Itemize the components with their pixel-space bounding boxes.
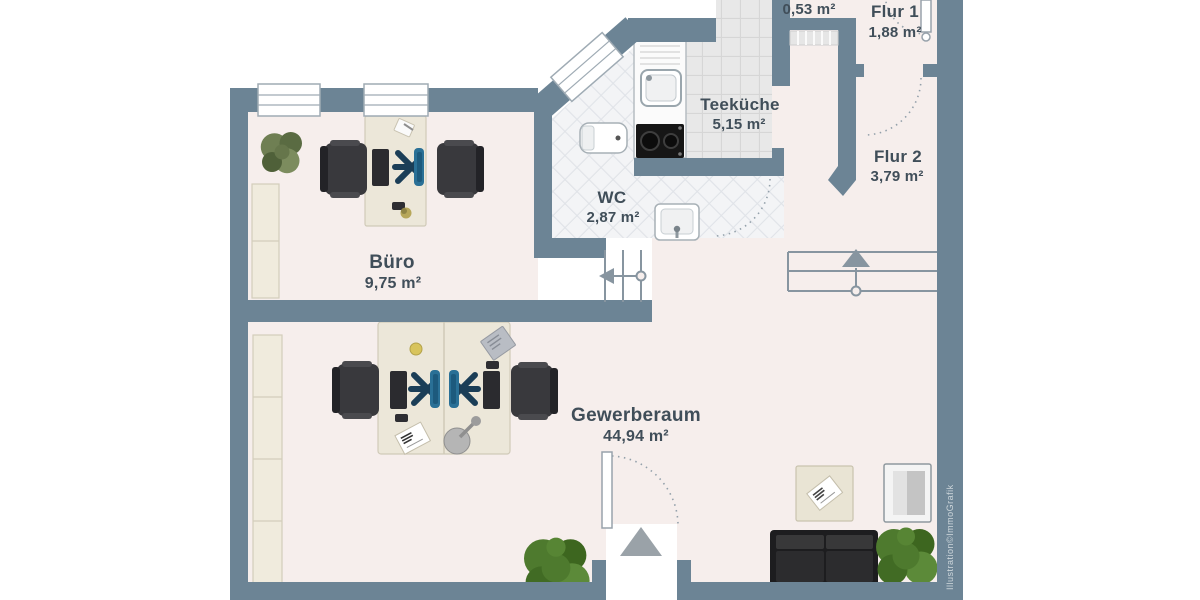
door-arc-main-entrance — [611, 455, 679, 525]
phone — [392, 202, 405, 210]
monitor-icon — [483, 371, 500, 409]
window-icon-diagonal — [549, 31, 625, 103]
room-name-flur1: Flur 1 — [871, 2, 919, 21]
drainboard — [640, 45, 680, 65]
room-area-gewerberaum: 44,94 m² — [603, 428, 669, 445]
entrance-arrow-icon — [620, 527, 662, 556]
door-jamb — [923, 64, 937, 77]
wc-tiled-floor — [552, 40, 784, 238]
wall-right — [937, 0, 963, 600]
room-area-buero: 9,75 m² — [365, 275, 422, 292]
gewerberaum-furniture — [252, 321, 938, 599]
room-name-teekueche: Teeküche — [700, 95, 780, 114]
wall-top — [428, 88, 538, 112]
paper — [393, 118, 415, 138]
room-area-wc: 2,87 m² — [586, 209, 639, 226]
faucet — [646, 75, 652, 81]
wall-chamfer — [828, 158, 856, 196]
magazine — [806, 475, 844, 511]
room-area-abstellraum: 0,53 m² — [782, 1, 835, 18]
wall-left — [230, 88, 248, 600]
stair-arrow-icon — [599, 268, 614, 284]
door-arc-flur1-entry — [884, 0, 927, 35]
sofa — [770, 530, 878, 586]
desk-ball — [409, 342, 423, 356]
wall-teekueche-south — [634, 158, 784, 176]
wall-bottom-left — [230, 582, 592, 600]
entrance-post — [677, 560, 691, 600]
visitor-chair — [437, 140, 484, 198]
monitor-icon — [372, 149, 389, 186]
office-chair-black — [332, 361, 379, 419]
barcode-card — [394, 421, 432, 455]
stairs-small — [599, 250, 647, 302]
monitor-icon — [390, 371, 407, 409]
room-area-flur2: 3,79 m² — [870, 168, 923, 185]
room-area-teekueche: 5,15 m² — [712, 116, 765, 133]
wall-buero-wc — [534, 94, 552, 242]
main-entrance — [601, 451, 677, 600]
room-name-flur2: Flur 2 — [874, 147, 922, 166]
door-jamb — [852, 64, 864, 77]
room-labels: 0,53 m² Flur 1 1,88 m² Teeküche 5,15 m² … — [365, 1, 924, 445]
office-chair-black — [511, 362, 558, 420]
window-icon — [363, 83, 429, 117]
door-arc-wc-vestibule — [712, 178, 771, 237]
wall-wc-south — [534, 238, 606, 258]
phone — [486, 361, 499, 369]
room-name-gewerberaum: Gewerberaum — [571, 405, 701, 426]
door-leaf — [920, 0, 932, 33]
burner — [640, 131, 660, 151]
walls — [230, 0, 963, 600]
burner — [663, 133, 679, 149]
flur1-door — [920, 0, 932, 42]
plant-icon — [260, 132, 302, 174]
phone — [395, 414, 408, 422]
windows — [257, 31, 625, 117]
room-name-buero: Büro — [369, 252, 415, 273]
wc-fixtures — [579, 122, 700, 241]
office-chair-black — [320, 140, 367, 198]
window-icon — [257, 83, 321, 117]
kitchen-unit — [633, 39, 687, 159]
room-area-flur1: 1,88 m² — [868, 24, 921, 41]
wall-buero-gewerbe — [230, 300, 652, 322]
plant-icon — [876, 527, 938, 585]
wall-bottom-right — [688, 582, 937, 600]
notebook — [480, 326, 516, 361]
entrance-post — [592, 560, 606, 600]
room-name-wc: WC — [598, 188, 627, 207]
door-arc-flur1-flur2 — [863, 77, 922, 136]
stairs-corridor — [787, 249, 937, 297]
stair-arrow-icon — [842, 249, 870, 267]
watermark-text: Illustration©ImmoGrafik — [945, 484, 955, 590]
door-leaf — [601, 451, 613, 529]
buero-furniture — [251, 115, 484, 299]
door-swings — [611, 0, 927, 525]
